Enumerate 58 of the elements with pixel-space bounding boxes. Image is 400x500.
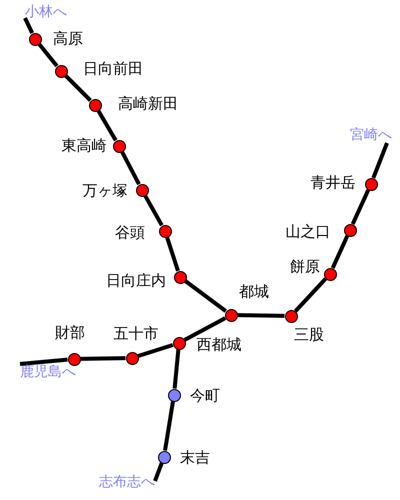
station-dot [324,268,336,280]
track-line [64,74,92,102]
track-line [237,313,285,318]
track-line [294,277,328,313]
station-dot [54,64,68,78]
track-line [38,42,58,68]
station-dot [88,98,102,112]
station-name: 西都城 [196,336,242,354]
station-dot [158,450,170,464]
station-name: 餅原 [290,258,320,276]
station-name: 五十市 [114,326,158,342]
station-dot [224,308,238,322]
station-name: 青井岳 [310,174,356,192]
station-name: 日向庄内 [106,272,166,290]
track-line [153,462,164,482]
station-name: 東高崎 [62,138,106,154]
station-name: 谷頭 [115,224,145,242]
direction-label: 志布志へ [99,474,155,490]
station-dot [136,184,148,196]
direction-label: 宮崎へ [350,127,392,143]
station-name: 財部 [55,324,85,342]
station-name: 高崎新田 [118,96,178,112]
track-line [184,316,226,342]
station-dot [158,224,172,238]
track-line [96,110,118,142]
track-line [163,401,175,451]
track-line [20,358,68,366]
track-line [23,17,34,34]
station-dot [172,336,186,350]
track-line [372,142,389,179]
station-name: 日向前田 [83,60,143,78]
station-dot [344,224,356,236]
station-dot [168,388,180,402]
track-line [138,343,174,358]
station-dot [68,352,80,366]
track-line [330,235,350,269]
station-name: 万ヶ塚 [82,182,128,200]
station-name: 都城 [239,284,269,300]
station-name: 高原 [53,30,83,48]
station-dot [284,310,298,322]
direction-label: 鹿児島へ [20,364,76,380]
track-line [184,279,227,313]
station-name: 三股 [294,326,324,344]
track-line [80,356,126,361]
direction-label: 小林へ [25,4,67,20]
station-name: 今町 [190,388,220,404]
station-name: 末吉 [180,450,210,466]
station-dot [112,140,126,152]
station-dot [364,178,378,190]
station-dot [28,32,42,46]
track-line [350,189,370,225]
station-dot [126,352,138,364]
track-line [172,349,180,389]
station-dot [174,270,186,284]
track-line [165,236,180,272]
station-name: 山之口 [286,224,330,240]
track-line [120,150,141,186]
track-line [143,194,164,226]
